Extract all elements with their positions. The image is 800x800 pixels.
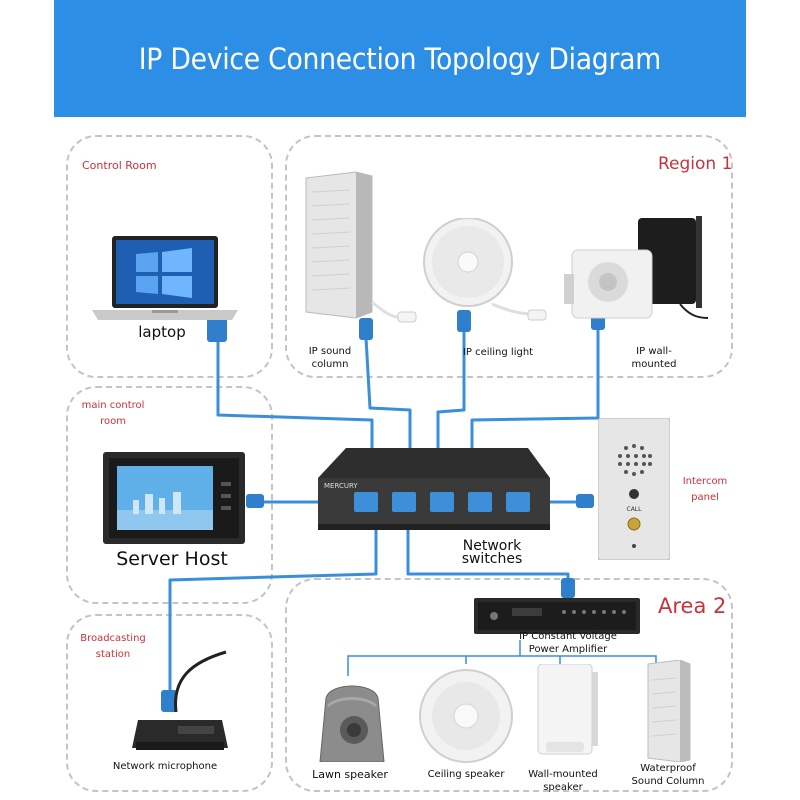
- plug-mic: [161, 690, 177, 712]
- label-broadcasting-station: Broadcasting station: [80, 633, 146, 660]
- amplifier-label: IP Constant Voltage Power Amplifier: [519, 631, 617, 655]
- ceiling-light-icon: [423, 217, 547, 321]
- intercom-call-text: CALL: [627, 506, 643, 513]
- wire-ceiling-light: [436, 328, 466, 457]
- ceiling-speaker-icon: [419, 669, 513, 763]
- wire-laptop: [216, 338, 374, 457]
- sound-column-icon: [305, 171, 417, 323]
- ceiling-speaker-device: [418, 668, 514, 764]
- page-title: IP Device Connection Topology Diagram: [138, 41, 662, 76]
- ceiling-speaker-label: Ceiling speaker: [427, 769, 505, 780]
- wire-amp-distribution: [347, 640, 657, 676]
- ip-sound-column-label: IP sound column: [308, 346, 352, 370]
- lawn-speaker-icon: [319, 685, 385, 763]
- plug-sound-column: [359, 318, 373, 340]
- amplifier-device: [474, 598, 640, 634]
- lawn-speaker-device: [314, 676, 390, 763]
- label-area-2: Area 2: [658, 594, 727, 618]
- network-microphone-label: Network microphone: [112, 761, 218, 772]
- plug-ceiling-light: [457, 310, 471, 332]
- wall-mounted-speaker-label: Wall-mounted speaker: [528, 769, 598, 793]
- wire-sound-column: [364, 336, 412, 457]
- laptop-device: [92, 236, 242, 322]
- plug-amplifier: [561, 578, 575, 598]
- region-1: [285, 135, 733, 378]
- microphone-icon: [132, 650, 228, 750]
- lawn-speaker-label: Lawn speaker: [312, 768, 388, 781]
- waterproof-column-icon: [647, 659, 691, 763]
- waterproof-column-device: [646, 659, 694, 763]
- label-region-1: Region 1: [658, 154, 733, 174]
- wire-microphone: [168, 518, 378, 707]
- intercom-icon: CALL: [597, 417, 671, 561]
- network-switch-device: MERCURY: [318, 448, 550, 530]
- ip-wall-mounted-label: IP wall-mounted: [631, 346, 677, 370]
- plug-server: [246, 494, 264, 508]
- wall-mounted-speaker-icon: [537, 663, 598, 755]
- plug-intercom: [576, 494, 594, 508]
- region-control-room: [66, 135, 273, 378]
- wall-mounted-speaker-device: [536, 663, 600, 762]
- ip-ceiling-light-device: [420, 217, 550, 334]
- ip-sound-column-device: [300, 162, 420, 332]
- server-host-icon: [103, 452, 245, 544]
- wall-speaker-icon: [564, 216, 709, 319]
- ip-ceiling-light-label: IP ceiling light: [462, 347, 534, 358]
- server-host-label: Server Host: [116, 548, 228, 570]
- laptop-icon: [92, 236, 238, 320]
- server-host-device: [103, 452, 245, 544]
- header-banner: IP Device Connection Topology Diagram: [54, 0, 746, 117]
- amplifier-icon: [474, 598, 640, 634]
- ip-wall-mounted-device: [560, 214, 710, 332]
- laptop-label: laptop: [138, 323, 186, 341]
- switch-brand: MERCURY: [324, 482, 358, 490]
- label-intercom-panel: Intercom panel: [682, 476, 728, 503]
- label-control-room: Control Room: [82, 159, 157, 172]
- waterproof-column-label: Waterproof Sound Column: [631, 763, 705, 787]
- network-switch-icon: MERCURY: [318, 448, 550, 530]
- network-microphone-device: [132, 648, 228, 752]
- network-switches-label: Network switches: [461, 538, 523, 567]
- label-main-control-room: main control room: [81, 400, 145, 427]
- plug-laptop: [207, 318, 227, 342]
- intercom-panel-device: CALL: [597, 417, 671, 561]
- region-area-2: [285, 578, 733, 792]
